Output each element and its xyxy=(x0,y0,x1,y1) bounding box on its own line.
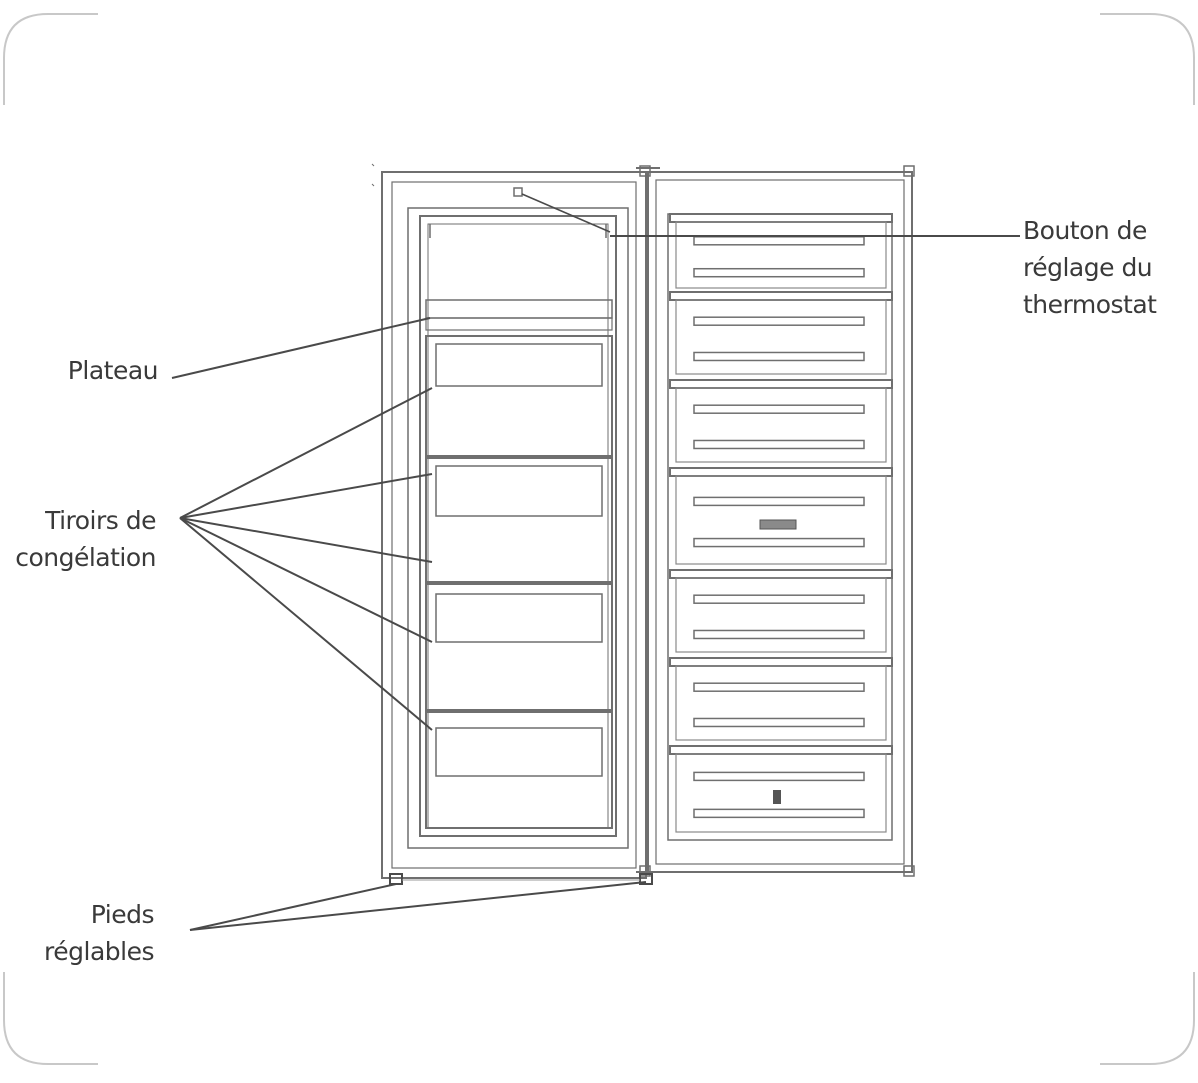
control-display xyxy=(759,519,797,530)
basket-handle xyxy=(693,771,865,782)
thermostat-label-line-1: Bouton de xyxy=(1023,216,1147,245)
basket-handle xyxy=(693,594,865,604)
leader-tiroir-5 xyxy=(179,517,433,731)
cabinet-basket xyxy=(675,475,887,565)
basket-handle xyxy=(693,236,865,246)
basket-handle xyxy=(693,629,865,640)
thermostat-label: Bouton de réglage du thermostat xyxy=(1023,212,1157,323)
drawer-4 xyxy=(425,711,613,829)
pieds-label: Pieds réglables xyxy=(44,896,154,970)
cabinet-shelf-bar xyxy=(669,291,893,301)
drawer-2 xyxy=(425,457,613,583)
plateau-label-line-1: Plateau xyxy=(67,356,159,385)
cabinet-basket xyxy=(675,577,887,653)
leader-tiroir-2 xyxy=(179,473,433,519)
cabinet-shelf-bar xyxy=(669,379,893,389)
basket-handle xyxy=(693,316,865,326)
cabinet-basket xyxy=(675,753,887,833)
basket-handle xyxy=(693,496,865,507)
tiroirs-label: Tiroirs de congélation xyxy=(15,502,156,576)
pieds-label-line-2: réglables xyxy=(44,937,154,966)
adjustable-feet xyxy=(389,873,653,885)
cabinet-shelves xyxy=(669,213,893,833)
basket-handle xyxy=(693,682,865,692)
leader-pied-1 xyxy=(189,883,397,931)
pieds-label-line-1: Pieds xyxy=(90,900,155,929)
leader-thermostat-knob xyxy=(521,193,611,233)
tiroirs-label-line-2: congélation xyxy=(15,543,156,572)
leader-tiroir-3 xyxy=(179,517,433,563)
basket-handle xyxy=(693,439,865,450)
cabinet-shelf-bar xyxy=(669,569,893,579)
cabinet-basket xyxy=(675,387,887,463)
leader-plateau xyxy=(171,317,431,379)
basket-handle xyxy=(693,808,865,819)
corner-frame xyxy=(3,13,1195,1065)
leader-tiroir-4 xyxy=(179,517,433,643)
cabinet-shelf-bar xyxy=(669,467,893,477)
cabinet-shelf-bar xyxy=(669,657,893,667)
leader-tiroir-1 xyxy=(179,387,433,519)
cabinet-basket xyxy=(675,299,887,375)
basket-handle xyxy=(693,404,865,414)
tiroirs-label-line-1: Tiroirs de xyxy=(45,506,156,535)
basket-handle xyxy=(693,717,865,728)
basket-handle xyxy=(693,537,865,548)
drawer-1 xyxy=(425,335,613,457)
basket-handle xyxy=(693,267,865,278)
cabinet-shelf-bar xyxy=(669,213,893,223)
plateau-label: Plateau xyxy=(67,352,159,389)
cabinet-knob xyxy=(773,790,781,804)
leader-lines xyxy=(171,193,1020,931)
leader-pied-2 xyxy=(189,881,647,931)
drawer-3 xyxy=(425,583,613,711)
cabinet-basket xyxy=(675,221,887,289)
thermostat-label-line-3: thermostat xyxy=(1023,290,1157,319)
freezer-door xyxy=(371,163,647,879)
cabinet-shelf-bar xyxy=(669,745,893,755)
thermostat-label-line-2: réglage du xyxy=(1023,253,1153,282)
cabinet-basket xyxy=(675,665,887,741)
basket-handle xyxy=(693,351,865,362)
freezer-cabinet xyxy=(636,165,915,877)
